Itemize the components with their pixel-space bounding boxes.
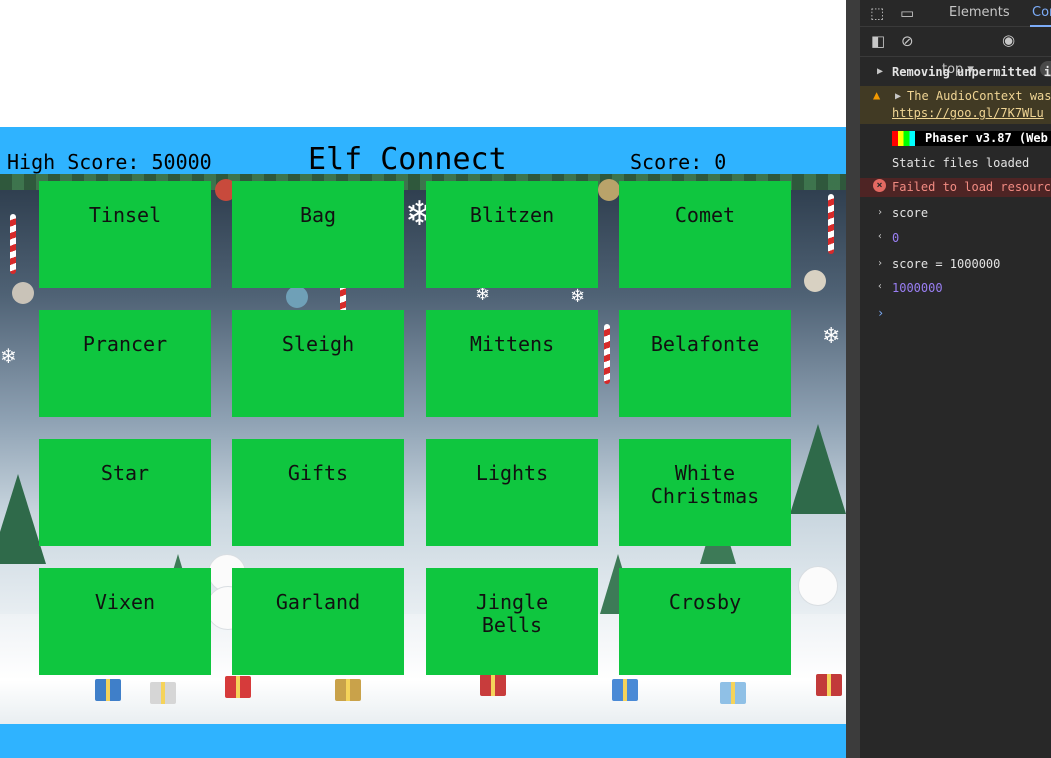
candy-cane-decoration: [10, 214, 16, 274]
console-input-echo: › score: [877, 206, 929, 220]
tile-mittens[interactable]: Mittens: [426, 310, 598, 417]
console-result: ‹ 1000000: [877, 281, 943, 295]
present-decoration: [225, 676, 251, 698]
snowflake-icon: ❄: [475, 284, 491, 305]
console-message: Phaser v3.87 (Web: [860, 131, 1051, 149]
present-decoration: [720, 682, 746, 704]
phaser-banner-icon: [892, 131, 921, 146]
input-chevron-icon: ›: [877, 207, 884, 218]
tile-blitzen[interactable]: Blitzen: [426, 181, 598, 288]
tile-prancer[interactable]: Prancer: [39, 310, 211, 417]
snowflake-icon: ❄: [0, 344, 17, 368]
tile-comet[interactable]: Comet: [619, 181, 791, 288]
tile-vixen[interactable]: Vixen: [39, 568, 211, 675]
device-toggle-icon[interactable]: ▭: [900, 4, 915, 22]
game-footer-bar: [0, 724, 846, 758]
present-decoration: [816, 674, 842, 696]
tile-sleigh[interactable]: Sleigh: [232, 310, 404, 417]
present-decoration: [95, 679, 121, 701]
present-decoration: [335, 679, 361, 701]
error-icon: ×: [873, 179, 886, 192]
tile-jingle-bells[interactable]: Jingle Bells: [426, 568, 598, 675]
console-message[interactable]: ▶ Removing unpermitted i: [877, 65, 1051, 79]
devtools-tab-bar: ⬚ ▭ Elements Con: [860, 0, 1051, 27]
console-error[interactable]: × Failed to load resourc: [860, 178, 1051, 197]
tile-garland[interactable]: Garland: [232, 568, 404, 675]
ornament-decoration: [804, 270, 826, 292]
tab-elements[interactable]: Elements: [949, 5, 1010, 20]
ornament-decoration: [286, 286, 308, 308]
snowflake-icon: ❄: [570, 286, 586, 307]
tile-star[interactable]: Star: [39, 439, 211, 546]
candy-cane-decoration: [828, 194, 834, 254]
tab-console[interactable]: Con: [1032, 5, 1051, 20]
result-chevron-icon: ‹: [877, 231, 884, 242]
console-warning[interactable]: ▲ ▶ The AudioContext was https://goo.gl/…: [860, 86, 1051, 124]
expand-arrow-icon[interactable]: ▶: [877, 66, 884, 77]
high-score-text: High Score: 50000: [7, 150, 212, 174]
present-decoration: [612, 679, 638, 701]
tile-bag[interactable]: Bag: [232, 181, 404, 288]
console-message: Static files loaded: [892, 156, 1030, 170]
tile-crosby[interactable]: Crosby: [619, 568, 791, 675]
tile-lights[interactable]: Lights: [426, 439, 598, 546]
tile-tinsel[interactable]: Tinsel: [39, 181, 211, 288]
console-prompt-icon[interactable]: ›: [877, 306, 885, 320]
result-chevron-icon: ‹: [877, 281, 884, 292]
tile-belafonte[interactable]: Belafonte: [619, 310, 791, 417]
context-select[interactable]: top ▾: [942, 62, 974, 77]
console-result: ‹ 0: [877, 231, 900, 245]
christmas-tree-decoration: [790, 424, 846, 514]
inspect-icon[interactable]: ⬚: [870, 4, 885, 22]
console-toolbar: ◧ ⊘ top ▾ ◉: [860, 27, 1051, 77]
expand-arrow-icon[interactable]: ▶: [895, 91, 902, 102]
candy-cane-decoration: [604, 324, 610, 384]
game-title: Elf Connect: [308, 142, 507, 177]
christmas-tree-decoration: [0, 474, 46, 564]
present-decoration: [480, 674, 506, 696]
input-chevron-icon: ›: [877, 258, 884, 269]
tile-white-christmas[interactable]: White Christmas: [619, 439, 791, 546]
tile-gifts[interactable]: Gifts: [232, 439, 404, 546]
devtools-panel: ⬚ ▭ Elements Con ◧ ⊘ top ▾ ◉ ▶ Removing …: [846, 0, 1051, 758]
eye-icon[interactable]: ◉: [1002, 31, 1016, 49]
game-board: ❄ ❄ ❄ ❄ ❄ Tinsel Bag Blitzen Comet Pranc…: [0, 174, 846, 724]
active-tab-indicator: [1030, 25, 1051, 27]
ornament-decoration: [215, 179, 237, 201]
toggle-icon[interactable]: [1040, 61, 1051, 77]
console-link[interactable]: https://goo.gl/7K7WLu: [892, 106, 1044, 120]
score-text: Score: 0: [630, 150, 727, 174]
ornament-decoration: [12, 282, 34, 304]
present-decoration: [150, 682, 176, 704]
clear-console-icon[interactable]: ⊘: [901, 32, 914, 50]
snowflake-icon: ❄: [822, 324, 841, 349]
sidebar-icon[interactable]: ◧: [871, 32, 886, 50]
ornament-decoration: [598, 179, 620, 201]
snowman-decoration: [798, 566, 838, 606]
warning-icon: ▲: [873, 88, 881, 102]
game-header-bar: [0, 127, 846, 174]
game-page: High Score: 50000 Elf Connect Score: 0 ❄…: [0, 127, 846, 758]
console-input-echo: › score = 1000000: [877, 257, 1001, 271]
